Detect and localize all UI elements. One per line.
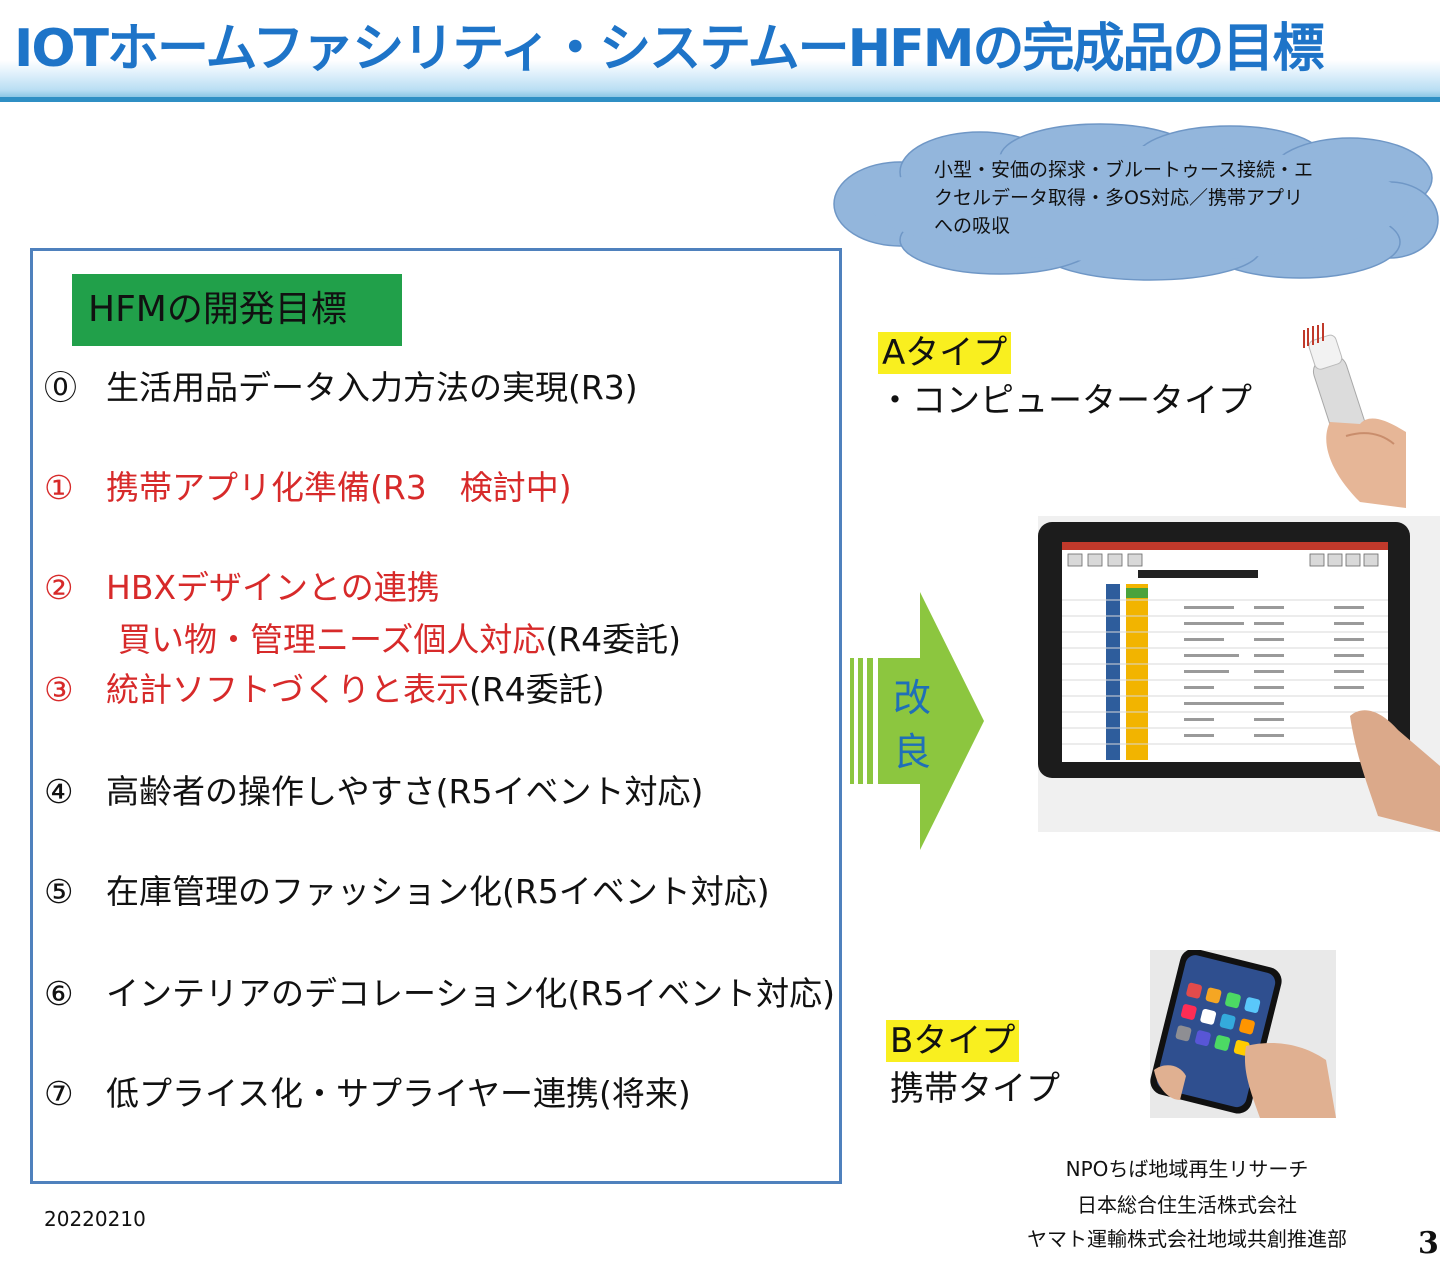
goals-box [30,248,842,1184]
goal-number: ⑦ [44,1074,74,1113]
tablet-inventory-app-image [1038,516,1440,832]
title-band [0,60,1440,100]
goal-text: 低プライス化・サプライヤー連携(将来) [106,1074,691,1113]
type-a-desc: ・コンピュータータイプ [878,381,1252,421]
goal-text: インテリアのデコレーション化(R5イベント対応) [106,974,836,1013]
footer-org-3: ヤマト運輸株式会社地域共創推進部 [1027,1227,1347,1251]
goal-number: ① [44,468,74,507]
footer-org-1: NPOちば地域再生リサーチ [1065,1157,1309,1181]
goal-item-3: ③ 統計ソフトづくりと表示(R4委託) [44,668,605,712]
type-a-tag: Aタイプ [878,332,1012,374]
goal-sub-text: (R4委託) [545,620,682,659]
goal-number: ④ [44,772,74,811]
goal-item-0: ⓪ 生活用品データ入力方法の実現(R3) [44,366,638,410]
goal-text: 生活用品データ入力方法の実現(R3) [106,368,638,407]
goal-number: ⑥ [44,974,74,1013]
arrow-label-char: 良 [892,730,931,774]
goal-number: ⑤ [44,872,74,911]
title-underline [0,97,1440,102]
type-b-desc: 携帯タイプ [890,1069,1060,1109]
goal-number: ② [44,568,74,607]
type-b-tag: Bタイプ [886,1020,1020,1062]
goal-item-4: ④ 高齢者の操作しやすさ(R5イベント対応) [44,770,703,814]
footer-org-2: 日本総合住生活株式会社 [1077,1193,1297,1217]
goals-heading: HFMの開発目標 [72,274,402,346]
cloud-callout [833,123,1439,281]
page-number: 3 [1418,1226,1439,1261]
goal-text-red: 統計ソフトづくりと表示 [106,670,469,709]
goal-text: (R4委託) [469,670,605,709]
goal-sub-text-red: 買い物・管理ニーズ個人対応 [118,620,546,659]
goal-item-6: ⑥ インテリアのデコレーション化(R5イベント対応) [44,972,835,1016]
cloud-text: 小型・安価の探求・ブルートゥース接続・エクセルデータ取得・多OS対応／携帯アプリ… [934,159,1314,237]
goal-number: ⓪ [44,368,77,407]
goal-text: 携帯アプリ化準備(R3 検討中) [106,468,572,507]
goal-number: ③ [44,670,74,709]
goal-item-5: ⑤ 在庫管理のファッション化(R5イベント対応) [44,870,770,914]
goal-text: 在庫管理のファッション化(R5イベント対応) [106,872,770,911]
page-title: IOTホームファシリティ・システムーHFMの完成品の目標 [14,19,1324,79]
goal-text: HBXデザインとの連携 [106,568,440,607]
arrow-label-char: 改 [892,676,931,720]
footer-date: 20220210 [44,1207,146,1231]
goal-text: 高齢者の操作しやすさ(R5イベント対応) [106,772,704,811]
goal-item-7: ⑦ 低プライス化・サプライヤー連携(将来) [44,1072,691,1116]
improvement-arrow-icon [850,592,984,850]
hand-held-barcode-scanner-image [1290,312,1410,508]
goal-item-2: ② HBXデザインとの連携 [44,566,440,610]
goal-item-1: ① 携帯アプリ化準備(R3 検討中) [44,466,572,510]
goal-item-2-sub: 買い物・管理ニーズ個人対応(R4委託) [118,618,681,662]
smartphone-in-hand-image [1150,950,1336,1118]
